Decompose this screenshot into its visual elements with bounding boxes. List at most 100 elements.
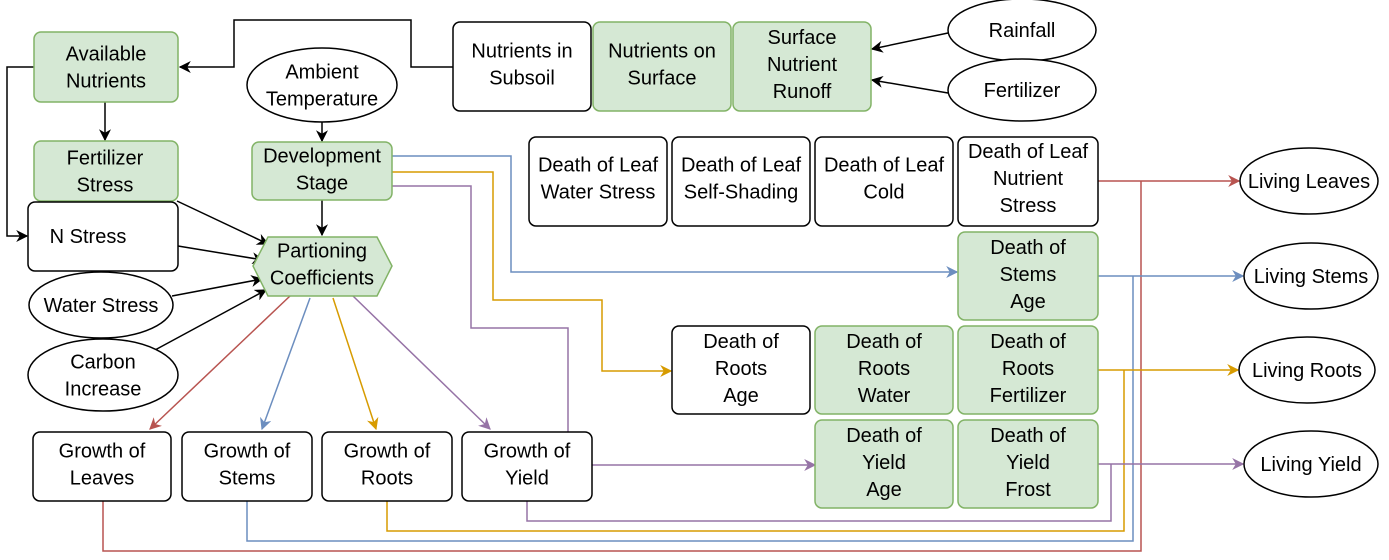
- edge-development-to-death-stems: [392, 155, 959, 278]
- node-label-line: Living Roots: [1252, 360, 1362, 382]
- node-label-line: Living Stems: [1254, 266, 1369, 288]
- node-label: Growth of Yield: [484, 441, 571, 490]
- node-label-line: Available: [66, 44, 147, 66]
- node-label-line: Growth of: [344, 441, 431, 463]
- node-label-line: Roots: [361, 468, 413, 490]
- node-label: N Stress: [50, 226, 127, 248]
- node-label-line: Fertilizer: [984, 80, 1061, 102]
- node-label-line: Subsoil: [489, 68, 555, 90]
- node-label-line: Nutrients: [66, 71, 146, 93]
- node-label-line: Growth of: [59, 441, 146, 463]
- node-label-line: Ambient: [285, 62, 359, 84]
- node-label-line: Partioning: [277, 241, 367, 263]
- edge-n-stress-to-partioning: [177, 245, 265, 265]
- node-label-line: Yield: [862, 452, 906, 474]
- node-label-line: Death of: [990, 425, 1066, 447]
- node-label: Living Yield: [1260, 454, 1361, 476]
- edge-partioning-to-growth-roots: [332, 297, 379, 431]
- node-label-line: Death of: [990, 237, 1066, 259]
- edge-partioning-to-growth-leaves: [149, 295, 291, 430]
- node-label: Living Roots: [1252, 360, 1362, 382]
- node-label: Living Leaves: [1248, 171, 1370, 193]
- node-label-line: Stress: [77, 175, 134, 197]
- node-label-line: Self-Shading: [684, 182, 799, 204]
- node-label-line: Coefficients: [270, 268, 374, 290]
- node-growth-roots: Growth of Roots: [321, 431, 453, 502]
- node-label: Growth of Roots: [344, 441, 431, 490]
- node-label-line: Yield: [1006, 452, 1050, 474]
- node-label-line: Water: [858, 385, 911, 407]
- edge-carbon-to-partioning: [154, 289, 268, 351]
- edge-water-stress-to-partioning: [171, 275, 264, 297]
- node-label-line: Growth of: [484, 441, 571, 463]
- edge-fertilizer-to-runoff: [870, 75, 949, 94]
- node-label-line: Death of: [846, 425, 922, 447]
- node-label-line: Runoff: [773, 81, 832, 103]
- node-label-line: Roots: [858, 358, 910, 380]
- node-label: Fertilizer: [984, 80, 1061, 102]
- node-label: Rainfall: [989, 20, 1056, 42]
- node-label-line: Water Stress: [44, 295, 159, 317]
- node-rainfall: Rainfall: [947, 0, 1097, 62]
- edge-development-to-death-yield-age: [392, 185, 817, 471]
- node-label-line: N Stress: [50, 226, 127, 248]
- node-label-line: Living Leaves: [1248, 171, 1370, 193]
- node-label-line: Nutrient: [767, 54, 837, 76]
- edge-available-to-n-stress: [6, 66, 34, 242]
- node-label-line: Fertilizer: [67, 148, 144, 170]
- node-label-line: Yield: [505, 468, 549, 490]
- node-label-line: Surface: [628, 68, 697, 90]
- node-label: Water Stress: [44, 295, 159, 317]
- edge-growth-yield-to-living-yield: [526, 464, 1112, 522]
- edge-growth-roots-to-living-roots: [386, 370, 1125, 532]
- node-label-line: Growth of: [204, 441, 291, 463]
- node-fertilizer: Fertilizer: [947, 58, 1097, 122]
- edge-growth-stems-to-living-stems: [246, 276, 1134, 542]
- node-label-line: Age: [723, 385, 759, 407]
- node-living-leaves: Living Leaves: [1239, 147, 1379, 215]
- node-label-line: Stress: [1000, 195, 1057, 217]
- edge-fertilizer-stress-to-partioning: [176, 200, 270, 245]
- edge-partioning-to-growth-stems: [260, 297, 311, 431]
- node-label-line: Frost: [1005, 479, 1051, 501]
- node-label-line: Water Stress: [541, 182, 656, 204]
- node-label-line: Death of: [846, 331, 922, 353]
- node-label-line: Cold: [863, 182, 904, 204]
- node-label-line: Nutrient: [993, 168, 1063, 190]
- node-living-yield: Living Yield: [1243, 430, 1379, 498]
- node-label: Living Stems: [1254, 266, 1369, 288]
- node-label-line: Death of: [703, 331, 779, 353]
